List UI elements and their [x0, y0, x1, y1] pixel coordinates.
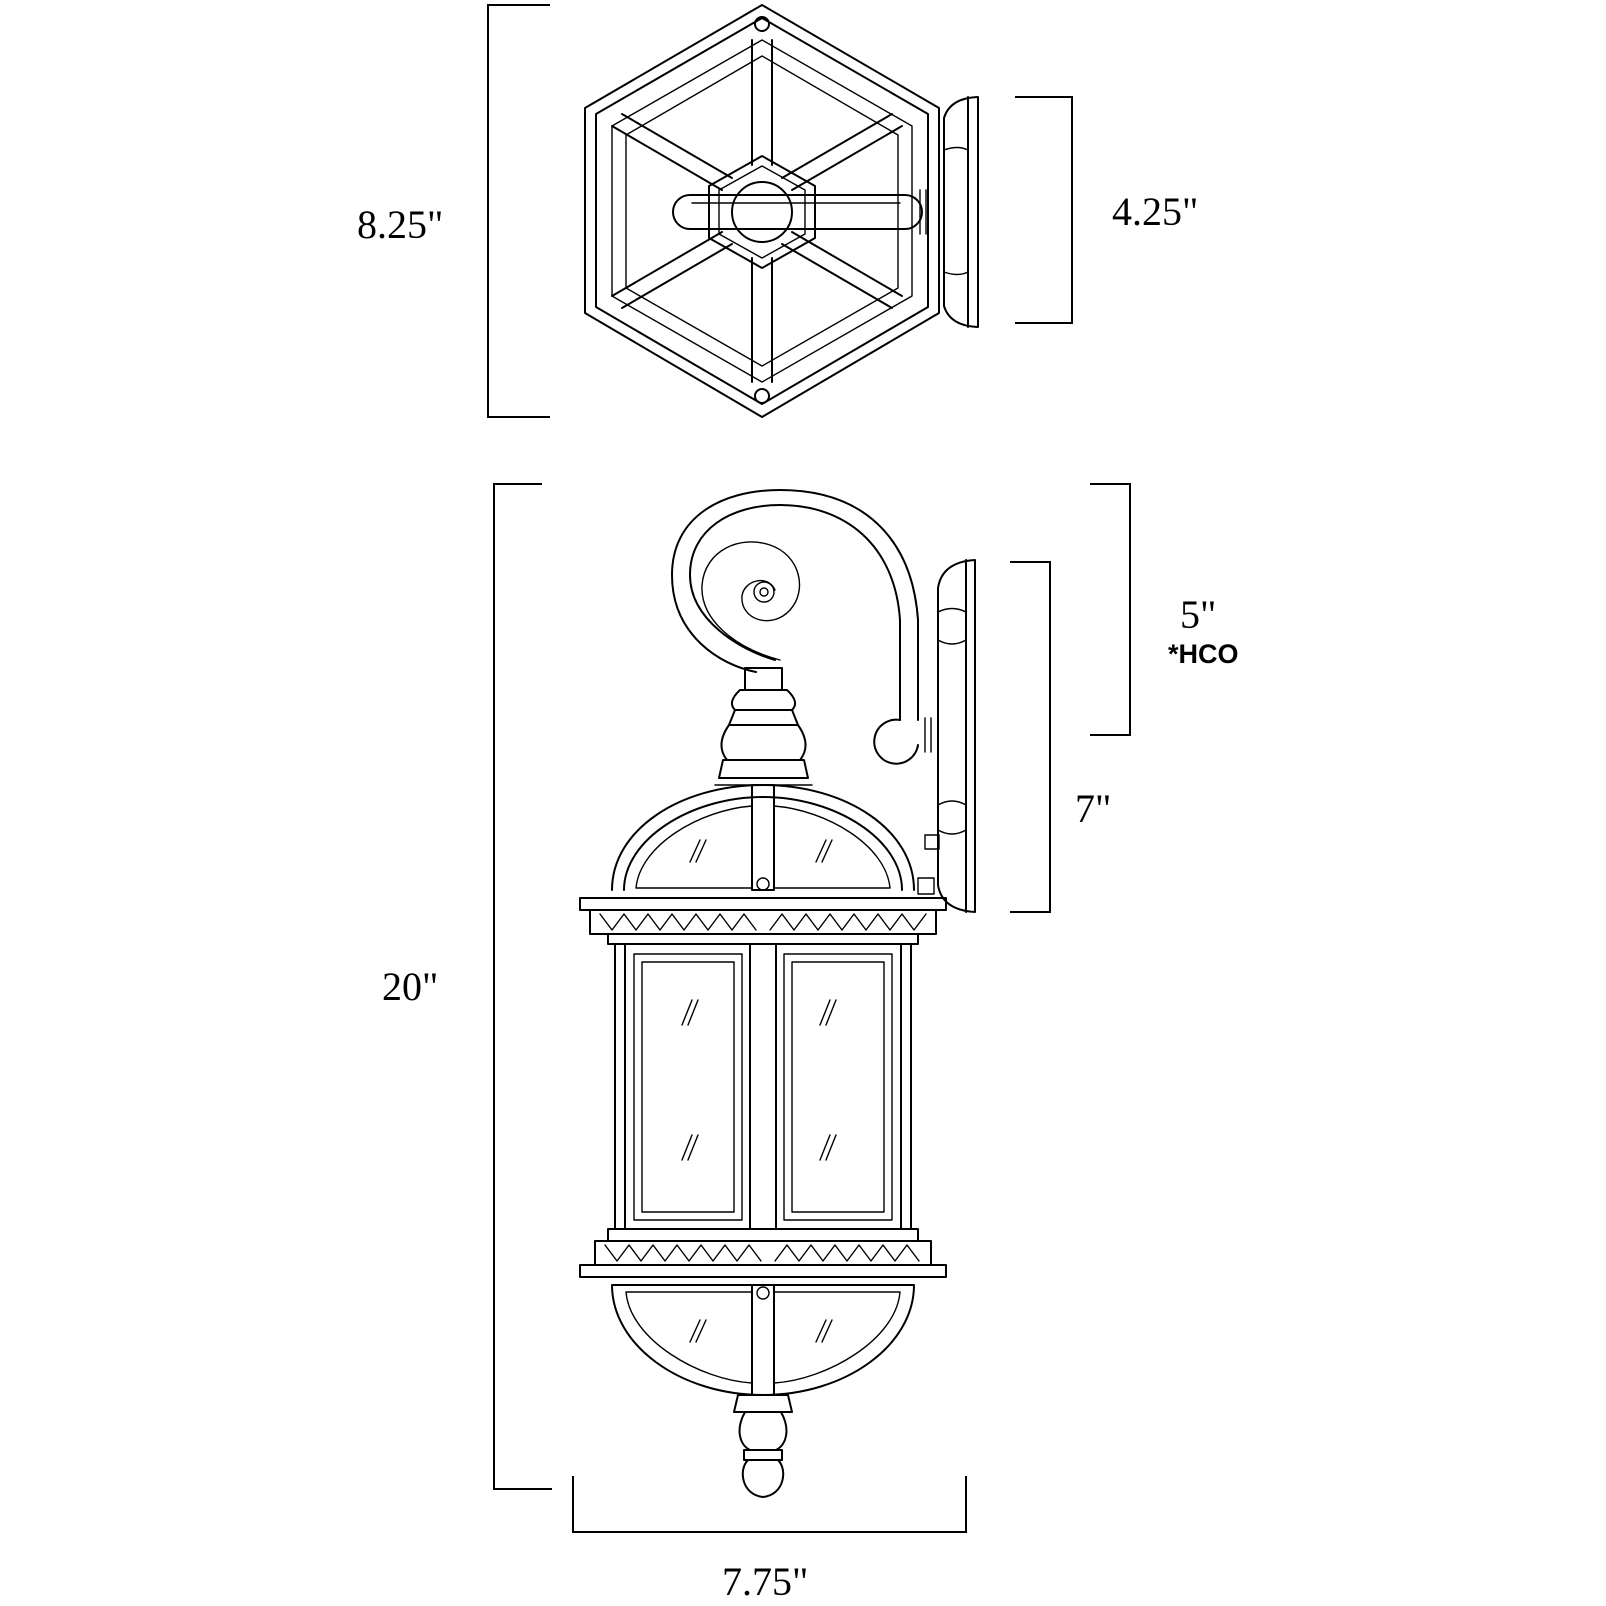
- label-width: 7.75": [722, 1559, 808, 1604]
- backplate-top: [943, 96, 979, 328]
- dim-line-top-backplate: [1015, 96, 1073, 324]
- upper-band: [579, 897, 947, 945]
- scroll-arm: [671, 489, 932, 765]
- dimension-lines: [487, 4, 1131, 1533]
- upper-dome: [611, 784, 915, 891]
- dim-line-top-height: [487, 4, 550, 418]
- label-backplate-height: 7": [1075, 786, 1111, 831]
- lower-dome: [611, 1284, 915, 1396]
- label-hco-note: *HCO: [1168, 639, 1239, 669]
- screws: [754, 16, 770, 404]
- side-view: [579, 489, 976, 1498]
- backplate-side: [917, 559, 976, 913]
- dim-line-backplate-height: [1010, 561, 1051, 913]
- hexagon-frame-outer: [584, 4, 940, 418]
- arm: [672, 189, 927, 235]
- lower-band: [579, 1228, 947, 1278]
- label-top-height: 8.25": [357, 202, 443, 247]
- label-hco: 5": [1180, 592, 1216, 637]
- hexagon-inner-panels: [611, 39, 913, 383]
- dim-line-width: [572, 1476, 967, 1533]
- dim-line-overall-height: [493, 483, 552, 1490]
- top-finial: [714, 667, 813, 786]
- label-top-backplate: 4.25": [1112, 189, 1198, 234]
- label-overall-height: 20": [382, 964, 438, 1009]
- dim-line-hco: [1090, 483, 1131, 736]
- hub: [708, 155, 816, 269]
- bottom-finial: [733, 1394, 793, 1498]
- top-view: [584, 4, 979, 418]
- lantern-body: [614, 943, 912, 1230]
